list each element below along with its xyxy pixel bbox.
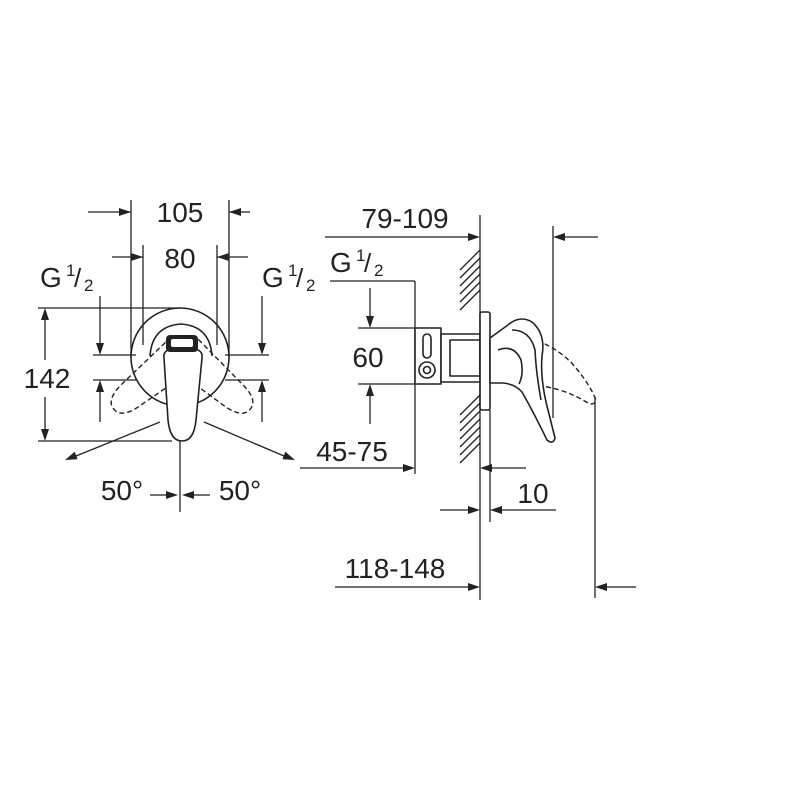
- thread-callout-side: G 1 / 2: [330, 236, 416, 474]
- arrowhead: [217, 253, 229, 261]
- valve-body: [414, 311, 491, 411]
- connection-slot: [422, 333, 432, 359]
- angle-line: [203, 421, 285, 457]
- hatch-line: [459, 289, 481, 311]
- connection-port: [418, 361, 436, 379]
- thread-numerator: 1: [356, 246, 365, 265]
- dimension-10: 10: [440, 410, 556, 522]
- thread-separator: /: [74, 263, 82, 293]
- arrowhead: [366, 316, 374, 328]
- arrowhead: [41, 429, 49, 441]
- arrowhead: [119, 208, 131, 216]
- thread-separator: /: [296, 263, 304, 293]
- arrowhead: [96, 343, 104, 355]
- arrowhead: [595, 583, 607, 591]
- dimension-80: 80: [112, 243, 248, 345]
- arrowhead: [282, 451, 295, 460]
- hatch-line: [459, 281, 481, 303]
- thread-numerator: 1: [288, 261, 297, 280]
- dimension-label-105: 105: [157, 197, 204, 228]
- hatch-line: [459, 434, 481, 456]
- handle-side-contour: [511, 329, 542, 401]
- wall-hatching: [459, 249, 481, 464]
- dimension-label-79-109: 79-109: [361, 203, 448, 234]
- arrowhead: [182, 491, 194, 499]
- thread-letter: G: [262, 262, 284, 293]
- angle-label-right: 50°: [219, 475, 261, 506]
- arrowhead: [468, 233, 480, 241]
- hatch-line: [459, 257, 481, 279]
- arrowhead: [258, 380, 266, 392]
- arrowhead: [258, 343, 266, 355]
- connection-port-inner: [422, 365, 432, 375]
- valve-housing: [440, 333, 481, 383]
- dimension-label-142: 142: [24, 363, 71, 394]
- dimension-105: 105: [88, 197, 250, 357]
- arrowhead: [468, 506, 480, 514]
- hatch-line: [459, 402, 481, 424]
- handle-side-outline: [489, 318, 556, 443]
- arrowhead: [96, 380, 104, 392]
- thread-numerator: 1: [66, 261, 75, 280]
- dimension-label-45-75: 45-75: [316, 436, 388, 467]
- arrowhead: [366, 384, 374, 396]
- arrowhead: [166, 491, 178, 499]
- handle-hub: [149, 323, 213, 357]
- thread-denominator: 2: [374, 261, 383, 280]
- hatch-line: [459, 410, 481, 432]
- hatch-line: [459, 273, 481, 295]
- arrowhead: [65, 451, 78, 460]
- arrowhead: [553, 233, 565, 241]
- angle-line: [75, 421, 161, 457]
- thread-label: G 1 / 2: [40, 251, 93, 295]
- dimension-79-109: 79-109: [325, 203, 598, 418]
- hatch-line: [459, 418, 481, 440]
- thread-letter: G: [330, 247, 352, 278]
- arrowhead: [468, 583, 480, 591]
- hatch-line: [459, 394, 481, 416]
- handle-side-contour: [497, 347, 523, 385]
- dimension-label-60: 60: [352, 342, 383, 373]
- thread-label: G 1 / 2: [330, 236, 383, 280]
- angle-dimension-right: 50°: [182, 421, 295, 506]
- dimension-118-148: 118-148: [335, 398, 636, 598]
- thread-denominator: 2: [84, 276, 93, 295]
- front-view: 105 80 G 1 / 2: [24, 197, 315, 512]
- thread-callout-left: G 1 / 2: [40, 251, 136, 422]
- dimension-label-118-148: 118-148: [345, 553, 446, 584]
- angle-label-left: 50°: [101, 475, 143, 506]
- thread-separator: /: [364, 248, 372, 278]
- arrowhead: [403, 464, 415, 472]
- hatch-line: [459, 442, 481, 464]
- hatch-line: [459, 265, 481, 287]
- dimension-45-75: 45-75: [300, 436, 526, 472]
- arrowhead: [480, 464, 492, 472]
- connection-block: [414, 327, 442, 385]
- handle-cap-window: [171, 339, 193, 347]
- thread-denominator: 2: [306, 276, 315, 295]
- handle-side: [489, 318, 556, 443]
- dimension-142: 142: [24, 307, 180, 442]
- dimension-60: 60: [352, 288, 415, 424]
- dimension-label-80: 80: [164, 243, 195, 274]
- thread-label: G 1 / 2: [262, 251, 315, 295]
- arrowhead: [490, 506, 502, 514]
- rosette-side: [479, 311, 491, 411]
- hatch-line: [459, 249, 481, 271]
- arrowhead: [229, 208, 241, 216]
- arrowhead: [41, 308, 49, 320]
- side-view: 79-109 G 1 / 2 60: [300, 203, 636, 600]
- thread-letter: G: [40, 262, 62, 293]
- dimension-label-10: 10: [517, 478, 548, 509]
- handle-side-dashed: [521, 335, 597, 405]
- angle-dimension-left: 50°: [65, 421, 178, 506]
- hatch-line: [459, 426, 481, 448]
- arrowhead: [131, 253, 143, 261]
- thread-callout-right: G 1 / 2: [225, 251, 315, 422]
